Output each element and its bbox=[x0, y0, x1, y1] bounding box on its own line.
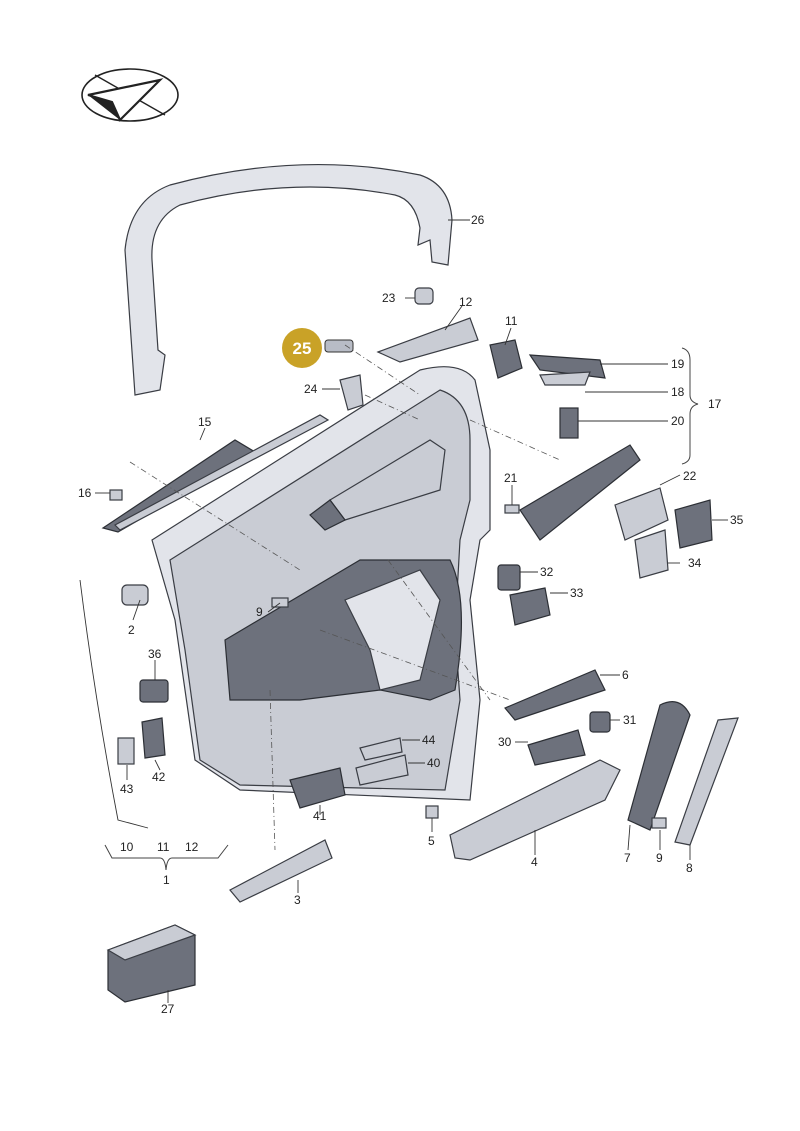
screw-5 bbox=[425, 805, 439, 819]
cover-43 bbox=[117, 737, 135, 765]
part-label-8: 8 bbox=[686, 861, 693, 875]
switch-32 bbox=[497, 564, 521, 591]
switch-30 bbox=[527, 729, 586, 766]
clip-2 bbox=[121, 584, 149, 606]
seal-strip-10 bbox=[79, 579, 149, 829]
part-label-33: 33 bbox=[570, 586, 584, 600]
screw-25 bbox=[324, 339, 354, 353]
part-label-15: 15 bbox=[198, 415, 212, 429]
trim-7 bbox=[627, 701, 691, 831]
part-label-4: 4 bbox=[531, 855, 538, 869]
speaker-grille-35 bbox=[674, 499, 713, 549]
part-34 bbox=[634, 529, 669, 579]
part-label-42: 42 bbox=[152, 770, 166, 784]
part-label-34: 34 bbox=[688, 556, 702, 570]
part-label-32: 32 bbox=[540, 565, 554, 579]
part-label-2: 2 bbox=[128, 623, 135, 637]
part-label-23: 23 bbox=[382, 291, 396, 305]
housing-40 bbox=[355, 754, 409, 786]
part-label-16: 16 bbox=[78, 486, 92, 500]
part-label-20: 20 bbox=[671, 414, 685, 428]
part-label-12b: 12 bbox=[185, 840, 199, 854]
part-label-3: 3 bbox=[294, 893, 301, 907]
clip-23 bbox=[414, 287, 434, 305]
part-label-43: 43 bbox=[120, 782, 134, 796]
door-trim-panel bbox=[151, 366, 491, 801]
part-label-7: 7 bbox=[624, 851, 631, 865]
part-label-9a: 9 bbox=[256, 605, 263, 619]
part-label-12: 12 bbox=[459, 295, 473, 309]
part-label-1: 1 bbox=[163, 873, 170, 887]
switch-31 bbox=[589, 711, 611, 733]
handle-41 bbox=[289, 767, 346, 809]
assembly-line bbox=[344, 344, 421, 396]
window-frame-trim bbox=[124, 164, 453, 396]
screw-21 bbox=[504, 504, 520, 514]
cover-44 bbox=[359, 737, 403, 761]
grille-42 bbox=[141, 717, 166, 759]
bracket-24 bbox=[339, 374, 364, 411]
assembly-line bbox=[387, 559, 491, 701]
part-label-41: 41 bbox=[313, 809, 327, 823]
part-label-5: 5 bbox=[428, 834, 435, 848]
carrier-22 bbox=[519, 444, 641, 541]
part-label-6: 6 bbox=[622, 668, 629, 682]
part-label-36: 36 bbox=[148, 647, 162, 661]
screw-9b bbox=[651, 817, 667, 829]
part-label-26: 26 bbox=[471, 213, 485, 227]
assembly-line bbox=[129, 461, 301, 571]
part-label-35: 35 bbox=[730, 513, 744, 527]
leader-lines bbox=[95, 219, 728, 1003]
part-34-frame bbox=[614, 487, 669, 541]
assembly-line bbox=[269, 689, 276, 851]
armrest-3 bbox=[229, 839, 333, 903]
switch-33 bbox=[509, 587, 551, 626]
clip-16 bbox=[109, 489, 123, 501]
bracket-18 bbox=[539, 371, 591, 386]
part-number-labels: 26 23 12 11 19 18 17 20 24 15 16 21 22 3… bbox=[78, 213, 744, 1016]
insert-20 bbox=[559, 407, 579, 439]
switch-36 bbox=[139, 679, 169, 703]
direction-logo-icon bbox=[81, 68, 179, 122]
highlighted-part-badge: 25 bbox=[282, 328, 322, 368]
part-label-24: 24 bbox=[304, 382, 318, 396]
part-label-18: 18 bbox=[671, 385, 685, 399]
package-27 bbox=[106, 924, 197, 1003]
part-label-40: 40 bbox=[427, 756, 441, 770]
part-label-19: 19 bbox=[671, 357, 685, 371]
part-label-11b: 11 bbox=[157, 840, 170, 854]
part-label-9b: 9 bbox=[656, 851, 663, 865]
bracket-11 bbox=[489, 339, 523, 379]
cover-12 bbox=[376, 317, 479, 363]
part-label-30: 30 bbox=[498, 735, 512, 749]
assembly-line bbox=[469, 419, 561, 461]
armrest-4 bbox=[449, 759, 621, 861]
trim-strip bbox=[101, 414, 330, 533]
highlighted-part-label: 25 bbox=[293, 339, 312, 358]
part-label-31: 31 bbox=[623, 713, 637, 727]
trim-8 bbox=[674, 717, 739, 846]
screw-9a bbox=[271, 597, 289, 608]
assembly-line bbox=[364, 394, 421, 421]
part-label-44: 44 bbox=[422, 733, 436, 747]
part-label-27: 27 bbox=[161, 1002, 175, 1016]
part-label-11: 11 bbox=[505, 314, 518, 328]
group-bracket-17 bbox=[681, 347, 699, 465]
part-label-10: 10 bbox=[120, 840, 134, 854]
part-label-21: 21 bbox=[504, 471, 518, 485]
part-label-17: 17 bbox=[708, 397, 722, 411]
group-bracket-1 bbox=[104, 844, 229, 871]
part-label-22: 22 bbox=[683, 469, 697, 483]
switch-panel-6 bbox=[504, 669, 606, 721]
